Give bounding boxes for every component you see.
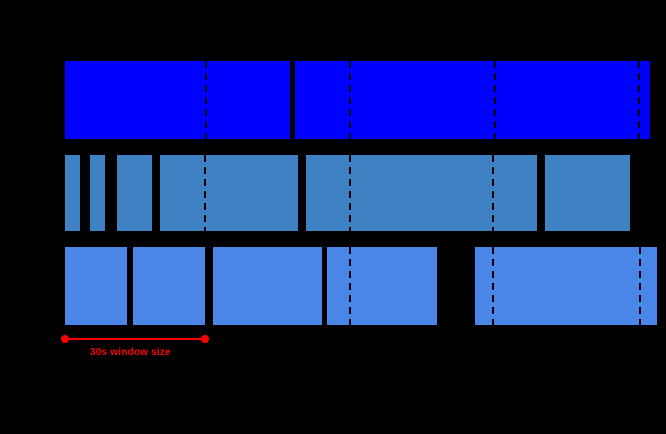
audio-segment: [117, 155, 152, 231]
window-size-label: 30s window size: [90, 347, 171, 358]
track-row-track-1: [0, 61, 666, 139]
window-boundary-line: [349, 61, 351, 139]
audio-segment: [327, 247, 437, 325]
arrow-line: [66, 337, 204, 340]
audio-segment: [160, 155, 298, 231]
window-boundary-line: [494, 61, 496, 139]
window-boundary-line: [204, 155, 206, 231]
audio-segment: [306, 155, 537, 231]
track-row-track-3: [0, 247, 666, 325]
arrow-left-endpoint: [61, 334, 69, 343]
window-size-arrow: [61, 334, 209, 343]
window-boundary-line: [349, 155, 351, 231]
audio-segment: [65, 247, 127, 325]
audio-segment: [90, 155, 105, 231]
window-boundary-line: [205, 61, 207, 139]
arrow-right-endpoint: [201, 334, 209, 343]
window-boundary-line: [349, 247, 351, 325]
audio-segment: [65, 155, 80, 231]
audio-segment: [213, 247, 322, 325]
audio-segment: [545, 155, 630, 231]
audio-segment: [65, 61, 290, 139]
window-boundary-line: [639, 247, 641, 325]
audio-segment: [133, 247, 205, 325]
window-boundary-line: [492, 247, 494, 325]
audio-segment: [475, 247, 657, 325]
track-row-track-2: [0, 155, 666, 231]
window-boundary-line: [638, 61, 640, 139]
window-boundary-line: [492, 155, 494, 231]
audio-segment: [295, 61, 650, 139]
